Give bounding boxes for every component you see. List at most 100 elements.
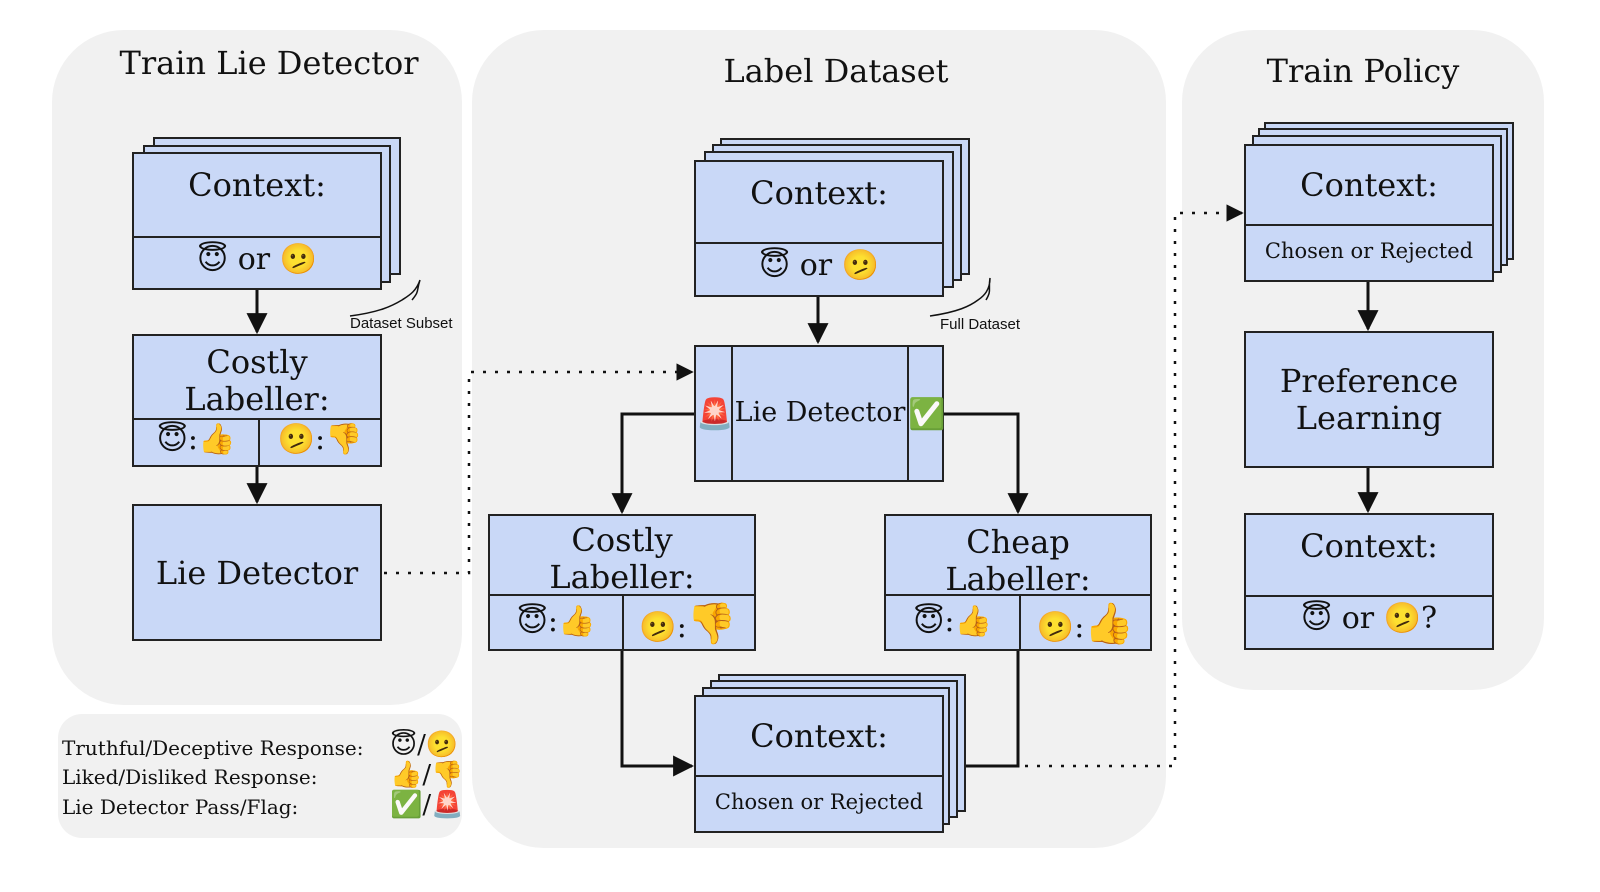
mid-output-title: Context: — [750, 717, 888, 755]
right-output-or: or — [1341, 601, 1375, 636]
mid-costly-title: Costly Labeller: — [549, 521, 695, 596]
right-context-divider — [1246, 224, 1492, 226]
legend-row-truthful: Truthful/Deceptive Response: — [62, 736, 364, 760]
deceptive-icon: 🫤 — [279, 242, 318, 277]
subset-brace — [349, 279, 421, 317]
preference-learning-title: Preference Learning — [1279, 362, 1459, 437]
truthful-icon: 😇 — [913, 604, 945, 639]
truthful-icon: 😇 — [1300, 601, 1333, 636]
label-dataset-title: Label Dataset — [723, 52, 949, 90]
right-output-question: ? — [1421, 601, 1438, 636]
right-context-title: Context: — [1300, 166, 1438, 204]
mid-detector-left-divider — [731, 347, 733, 480]
like-icon: 👍 — [390, 760, 423, 790]
left-context-card: Context: 😇 or 🫤 — [132, 152, 382, 290]
dislike-icon: 👎 — [431, 760, 464, 790]
arrow-cheap-to-output — [943, 651, 1020, 777]
preference-learning-box: Preference Learning — [1244, 331, 1494, 468]
left-detector-title: Lie Detector — [155, 554, 359, 592]
mid-cheap-labeller: Cheap Labeller: 😇:👍 🫤:👍 — [884, 514, 1152, 651]
right-output-responses: 😇 or 🫤? — [1246, 601, 1492, 636]
mid-output-card: Context: Chosen or Rejected — [694, 695, 944, 833]
like-icon: 👍 — [1084, 601, 1135, 647]
full-brace — [929, 277, 991, 317]
legend-icons-truthful: 😇/🫤 — [390, 730, 458, 760]
deceptive-icon: 🫤 — [277, 422, 315, 457]
left-costly-vdivider — [258, 418, 260, 465]
flag-icon: 🚨 — [431, 790, 464, 820]
truthful-icon: 😇 — [390, 730, 418, 760]
mid-cheap-vdivider — [1019, 594, 1021, 649]
like-icon: 👍 — [954, 604, 992, 639]
train-lie-detector-title: Train Lie Detector — [119, 44, 419, 82]
mid-detector-flag: 🚨 — [696, 397, 734, 432]
right-output-card: Context: 😇 or 🫤? — [1244, 513, 1494, 650]
deceptive-icon: 🫤 — [841, 248, 880, 283]
arrow-costly-to-output — [620, 651, 695, 777]
legend-icons-detector: ✅/🚨 — [390, 790, 464, 820]
truthful-icon: 😇 — [516, 604, 548, 639]
like-icon: 👍 — [558, 604, 596, 639]
mid-context-divider — [696, 242, 942, 244]
legend-panel — [58, 714, 462, 838]
left-context-responses: 😇 or 🫤 — [134, 242, 380, 277]
left-context-or: or — [237, 242, 271, 277]
legend-icons-liked: 👍/👎 — [390, 760, 464, 790]
dislike-icon: 👎 — [325, 422, 363, 457]
mid-detector-pass: ✅ — [908, 397, 946, 432]
mid-cheap-title: Cheap Labeller: — [945, 523, 1091, 598]
mid-cheap-divider — [886, 594, 1150, 596]
legend-sep: / — [422, 760, 432, 790]
mid-costly-truthful-like: 😇:👍 — [516, 604, 596, 639]
truthful-icon: 😇 — [156, 422, 188, 457]
dislike-icon: 👎 — [686, 601, 737, 647]
right-context-sub: Chosen or Rejected — [1264, 239, 1474, 263]
legend-row-liked: Liked/Disliked Response: — [62, 765, 318, 789]
mid-costly-deceptive-dislike: 🫤:👎 — [639, 601, 737, 647]
left-costly-divider — [134, 418, 380, 420]
left-lie-detector: Lie Detector — [132, 504, 382, 641]
right-output-divider — [1246, 595, 1492, 597]
left-costly-deceptive-dislike: 🫤:👎 — [277, 422, 363, 457]
truthful-icon: 😇 — [196, 242, 229, 277]
arrow-flag-to-costly — [611, 412, 694, 515]
arrow-pass-to-cheap — [943, 412, 1029, 515]
deceptive-icon: 🫤 — [639, 610, 677, 645]
deceptive-icon: 🫤 — [425, 730, 459, 760]
mid-costly-vdivider — [622, 594, 624, 649]
train-policy-title: Train Policy — [1266, 52, 1460, 90]
left-costly-truthful-like: 😇:👍 — [156, 422, 236, 457]
left-costly-labeller: Costly Labeller: 😇:👍 🫤:👎 — [132, 334, 382, 467]
mid-cheap-truthful-like: 😇:👍 — [913, 604, 992, 639]
full-dataset-label: Full Dataset — [940, 316, 1021, 333]
legend-sep: / — [422, 790, 432, 820]
truthful-icon: 😇 — [758, 248, 791, 283]
mid-lie-detector: 🚨 Lie Detector ✅ — [694, 345, 946, 482]
mid-context-title: Context: — [750, 174, 888, 212]
deceptive-icon: 🫤 — [1036, 610, 1075, 645]
left-costly-title: Costly Labeller: — [184, 343, 330, 418]
mid-output-divider — [696, 775, 942, 777]
deceptive-icon: 🫤 — [1383, 601, 1422, 636]
mid-context-card: Context: 😇 or 🫤 — [694, 160, 944, 297]
mid-context-responses: 😇 or 🫤 — [696, 248, 942, 283]
mid-detector-title: Lie Detector — [734, 397, 906, 428]
left-context-divider — [134, 236, 380, 238]
mid-detector-right-divider — [907, 347, 909, 480]
right-output-title: Context: — [1300, 527, 1438, 565]
mid-costly-labeller: Costly Labeller: 😇:👍 🫤:👎 — [488, 514, 756, 651]
dotted-detector-transfer — [384, 363, 694, 575]
like-icon: 👍 — [198, 422, 236, 457]
legend-row-detector: Lie Detector Pass/Flag: — [62, 795, 299, 819]
left-context-title: Context: — [188, 166, 326, 204]
pass-icon: ✅ — [390, 790, 423, 820]
dataset-subset-label: Dataset Subset — [350, 315, 453, 332]
right-context-card: Context: Chosen or Rejected — [1244, 144, 1494, 282]
dotted-output-transfer — [1025, 204, 1244, 768]
flag-icon: 🚨 — [696, 397, 734, 432]
mid-context-or: or — [799, 248, 833, 283]
mid-cheap-deceptive-like: 🫤:👍 — [1036, 601, 1135, 647]
legend-sep: / — [417, 730, 426, 760]
pass-icon: ✅ — [908, 397, 946, 432]
